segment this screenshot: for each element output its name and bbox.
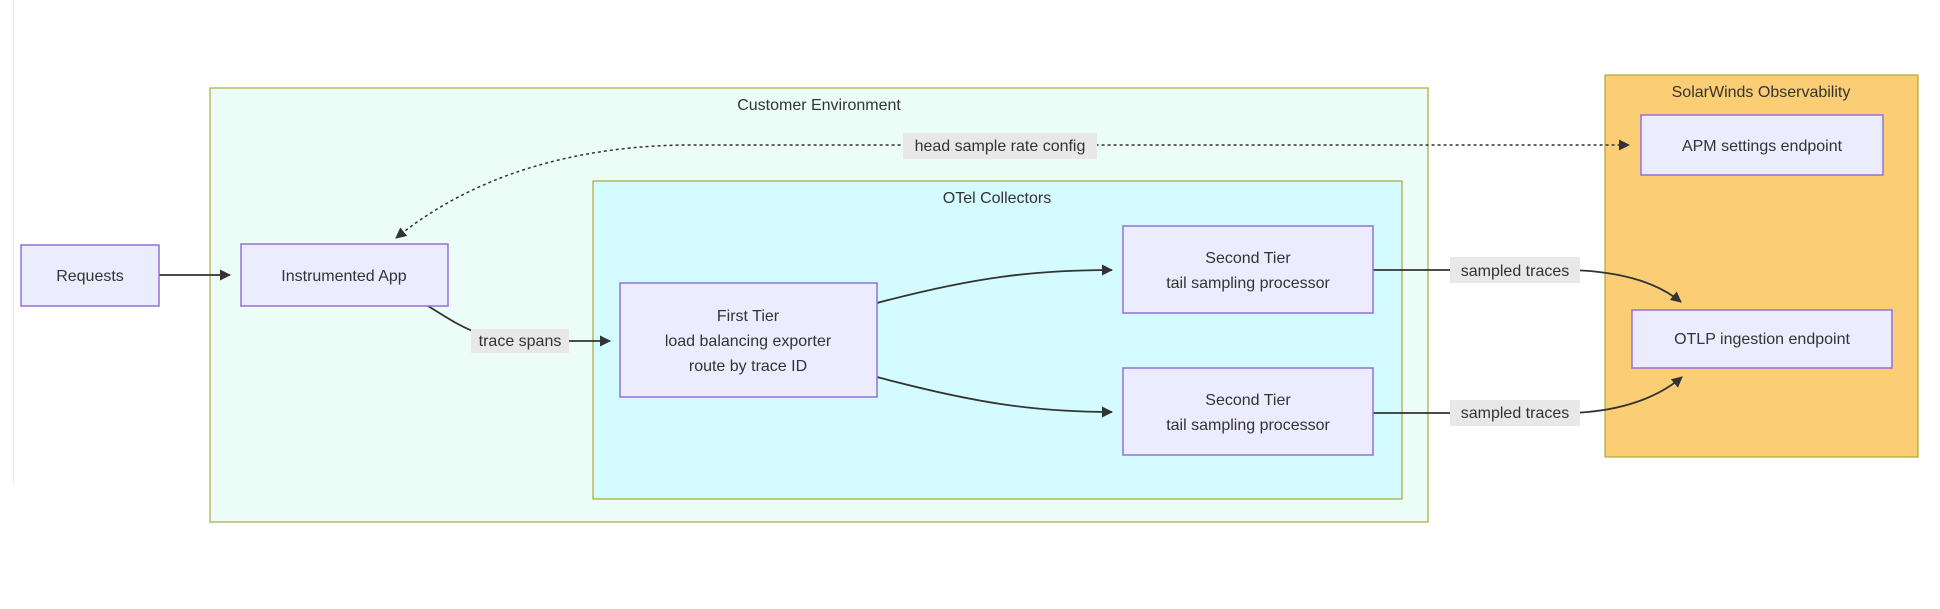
solarwinds-observability-title: SolarWinds Observability bbox=[1672, 84, 1851, 101]
sampled-traces-1-label-bg bbox=[1450, 257, 1580, 283]
first-tier-label-line3: route by trace ID bbox=[689, 358, 807, 375]
first-tier-box bbox=[619, 282, 878, 398]
second-tier-2-label-line1: Second Tier bbox=[1205, 392, 1291, 409]
otel-collectors-title: OTel Collectors bbox=[943, 190, 1051, 207]
node-otlp-ingestion-endpoint: OTLP ingestion endpoint bbox=[1631, 309, 1893, 369]
otlp-ingestion-endpoint-box bbox=[1631, 309, 1893, 369]
first-tier-label-line2: load balancing exporter bbox=[665, 333, 832, 350]
trace-spans-label-bg bbox=[471, 329, 569, 353]
otlp-ingestion-endpoint-label: OTLP ingestion endpoint bbox=[1674, 331, 1850, 348]
apm-settings-endpoint-box bbox=[1640, 114, 1884, 176]
sampled-traces-2-label-bg bbox=[1450, 400, 1580, 426]
edge-first-tier-to-second-tier-1 bbox=[876, 264, 1113, 304]
first-tier-label-line1: First Tier bbox=[717, 308, 780, 325]
edge-first-tier-to-second-tier-2 bbox=[876, 376, 1113, 418]
second-tier-1-box bbox=[1122, 225, 1374, 314]
node-requests: Requests bbox=[20, 244, 160, 307]
second-tier-2-label-line2: tail sampling processor bbox=[1166, 417, 1330, 434]
sampled-traces-1-label: sampled traces bbox=[1461, 263, 1570, 280]
customer-environment-title: Customer Environment bbox=[737, 97, 901, 114]
node-second-tier-1: Second Tier tail sampling processor bbox=[1122, 225, 1374, 314]
second-tier-1-label-line1: Second Tier bbox=[1205, 250, 1291, 267]
sampled-traces-2-label: sampled traces bbox=[1461, 405, 1570, 422]
instrumented-app-label: Instrumented App bbox=[281, 268, 407, 285]
edge-labels: head sample rate config trace spans samp… bbox=[471, 133, 1580, 426]
head-sample-rate-label: head sample rate config bbox=[915, 138, 1086, 155]
apm-settings-endpoint-label: APM settings endpoint bbox=[1682, 138, 1843, 155]
node-apm-settings-endpoint: APM settings endpoint bbox=[1640, 114, 1884, 176]
node-second-tier-2: Second Tier tail sampling processor bbox=[1122, 367, 1374, 456]
node-instrumented-app: Instrumented App bbox=[240, 243, 449, 307]
instrumented-app-box bbox=[240, 243, 449, 307]
requests-label: Requests bbox=[56, 268, 124, 285]
edge-app-apm-head-sample-rate bbox=[395, 139, 1630, 239]
node-first-tier: First Tier load balancing exporter route… bbox=[619, 282, 878, 398]
second-tier-2-box bbox=[1122, 367, 1374, 456]
head-sample-rate-label-bg bbox=[903, 133, 1097, 159]
second-tier-1-label-line2: tail sampling processor bbox=[1166, 275, 1330, 292]
requests-box bbox=[20, 244, 160, 307]
trace-spans-label: trace spans bbox=[479, 333, 562, 350]
